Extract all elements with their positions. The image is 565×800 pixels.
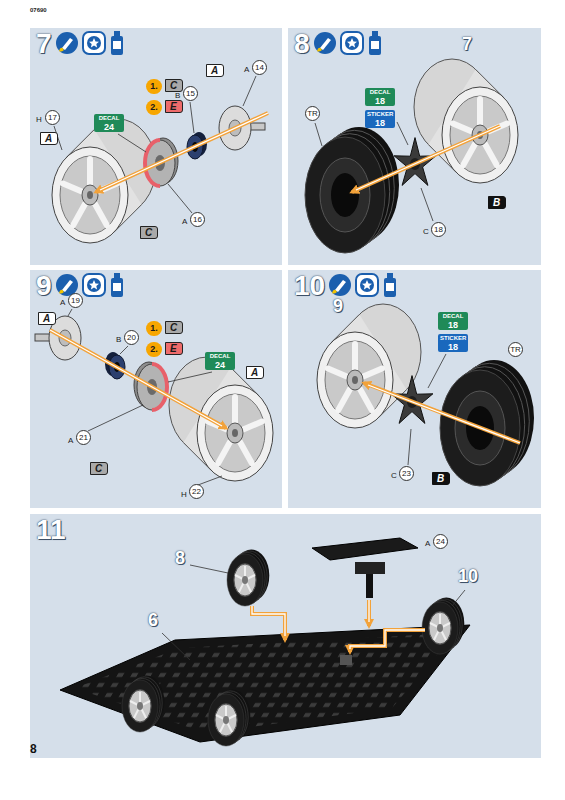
part-number: 15 (183, 86, 198, 101)
step-number: 11 (30, 514, 72, 546)
subassembly-number: 10 (458, 566, 478, 587)
step-number: 7 (30, 28, 58, 60)
decal-badge: DECAL (205, 352, 235, 360)
part-letter: A (244, 65, 249, 75)
part-letter: H (181, 490, 187, 500)
paint-flag: E (165, 100, 183, 113)
order-badge: 2. (146, 100, 162, 115)
subassembly-number: 7 (462, 34, 472, 55)
part-letter: C (423, 227, 429, 237)
part-number: 19 (68, 293, 83, 308)
part-letter: A (60, 298, 65, 308)
decal-number: 18 (365, 96, 395, 106)
order-badge: 2. (146, 342, 162, 357)
part-number: 22 (189, 484, 204, 499)
step-number: 9 (30, 270, 58, 302)
article-number: 07690 (30, 6, 47, 14)
sticker-number: 18 (365, 118, 395, 128)
decal-badge: DECAL (438, 312, 468, 320)
subassembly-number: 6 (148, 610, 158, 631)
part-number: 23 (399, 466, 414, 481)
step-panel: 8 (288, 28, 541, 265)
part-number: 24 (433, 534, 448, 549)
part-letter: B (116, 335, 121, 345)
subassembly-number: 8 (175, 548, 185, 569)
subassembly-number: 9 (333, 296, 343, 317)
paint-flag: C (140, 226, 158, 239)
part-letter: C (391, 471, 397, 481)
order-badge: 1. (146, 79, 162, 94)
part-letter: A (68, 436, 73, 446)
paint-flag: E (165, 342, 183, 355)
part-number: 17 (45, 110, 60, 125)
sticker-badge: STICKER (365, 110, 395, 118)
step-panel: 10 (288, 270, 541, 508)
paint-flag: C (90, 462, 108, 475)
part-letter: A (182, 217, 187, 227)
part-number: 21 (76, 430, 91, 445)
part-number: 14 (252, 60, 267, 75)
paint-flag: A (38, 312, 56, 325)
decal-badge: DECAL (94, 114, 124, 122)
part-letter: H (36, 115, 42, 125)
decal-badge: DECAL (365, 88, 395, 96)
paint-flag: A (206, 64, 224, 77)
decal-number: 24 (94, 122, 124, 132)
part-number: TR (305, 106, 320, 121)
part-letter: A (425, 539, 430, 549)
page-number: 8 (30, 742, 37, 756)
paint-flag: A (246, 366, 264, 379)
step-number: 10 (288, 270, 331, 302)
sticker-number: 18 (438, 342, 468, 352)
part-number: TR (508, 342, 523, 357)
order-badge: 1. (146, 321, 162, 336)
paint-flag: A (40, 132, 58, 145)
step-panel: 9 (30, 270, 282, 508)
part-number: 16 (190, 212, 205, 227)
decal-number: 18 (438, 320, 468, 330)
step-panel: 11 (30, 514, 541, 758)
paint-flag: B (488, 196, 506, 209)
part-number: 20 (124, 330, 139, 345)
paint-flag: C (165, 79, 183, 92)
part-number: 18 (431, 222, 446, 237)
paint-flag: C (165, 321, 183, 334)
sticker-badge: STICKER (438, 334, 468, 342)
decal-number: 24 (205, 360, 235, 370)
step-number: 8 (288, 28, 316, 60)
paint-flag: B (432, 472, 450, 485)
